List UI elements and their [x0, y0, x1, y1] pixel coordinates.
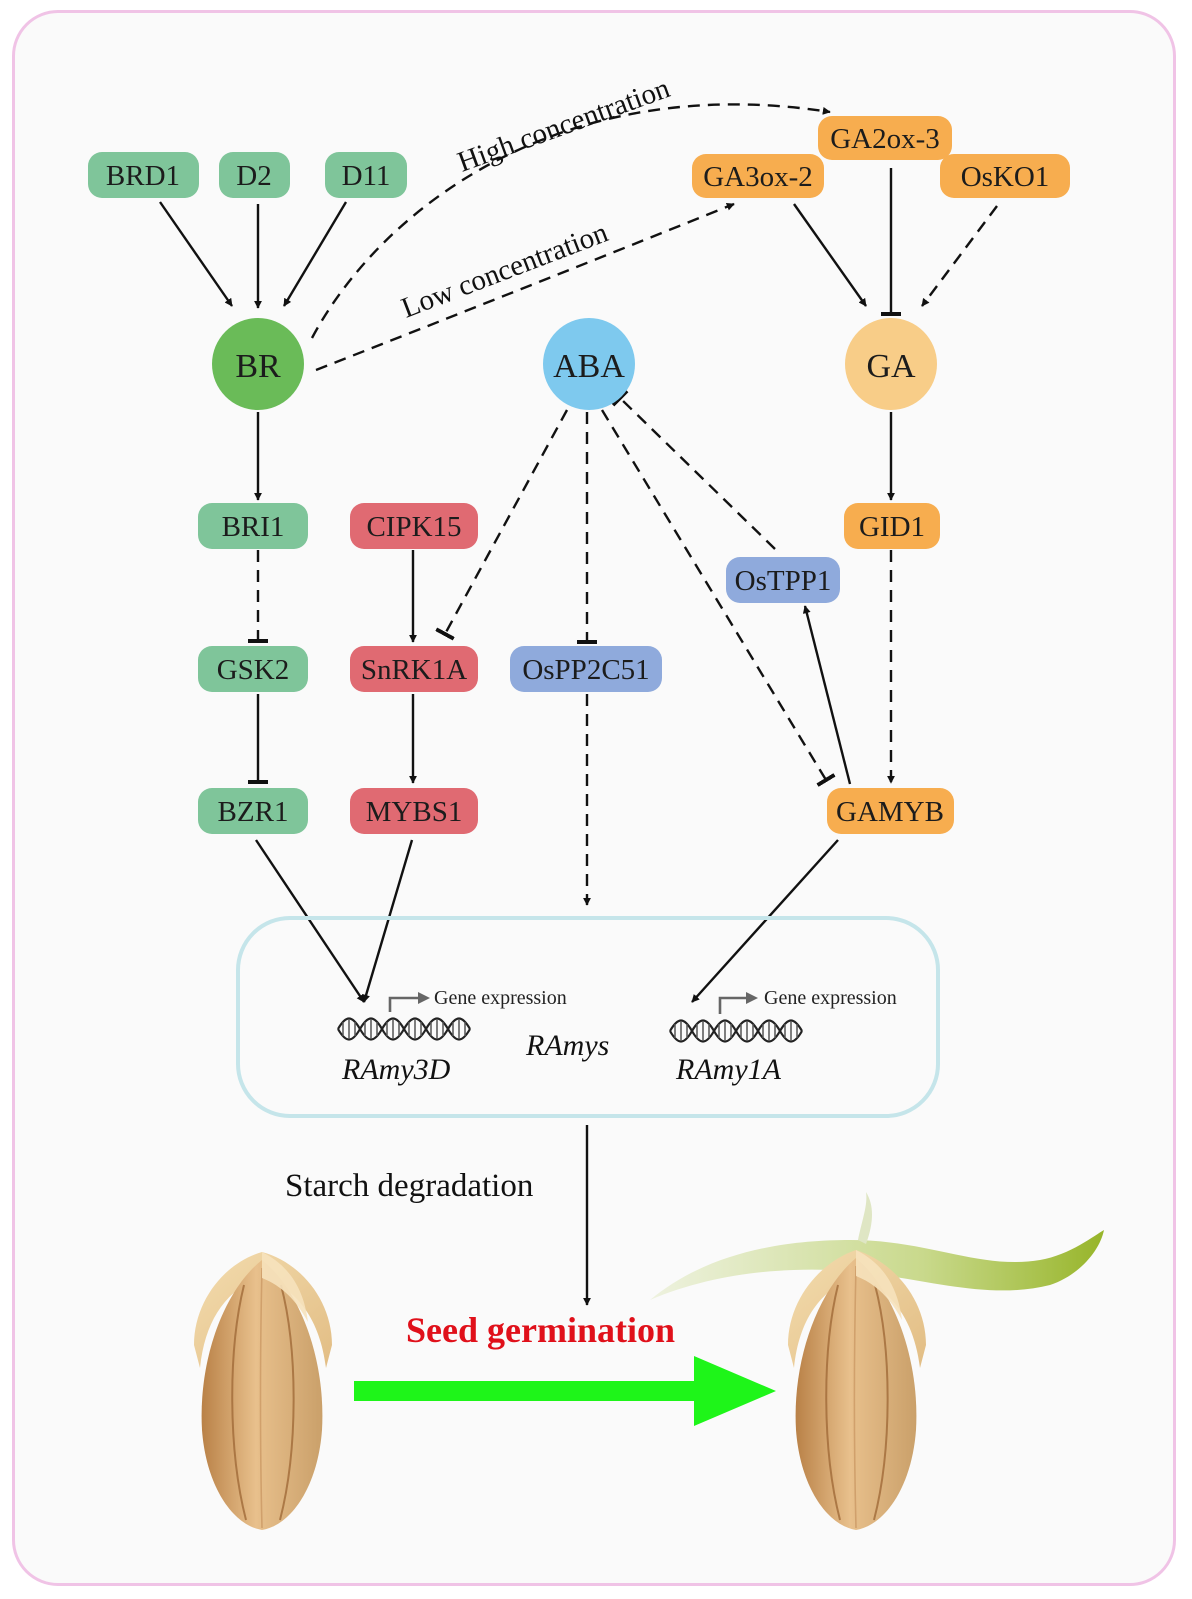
- svg-text:BR: BR: [235, 348, 281, 385]
- svg-text:OsKO1: OsKO1: [961, 161, 1050, 193]
- transcription-arrow-icon: [718, 996, 748, 1014]
- edges: [159, 103, 998, 1306]
- svg-text:BRD1: BRD1: [106, 160, 180, 192]
- node-ga2ox3: GA2ox-3: [818, 116, 952, 160]
- label-starch-degradation: Starch degradation: [285, 1168, 533, 1204]
- label-ramys: RAmys: [525, 1029, 609, 1062]
- node-ostpp1: OsTPP1: [726, 557, 840, 603]
- svg-text:OsTPP1: OsTPP1: [735, 565, 832, 597]
- node-ga3ox2: GA3ox-2: [692, 154, 824, 198]
- node-ospp2c51: OsPP2C51: [510, 646, 662, 692]
- node-aba: ABA: [543, 318, 635, 410]
- svg-text:GID1: GID1: [859, 511, 925, 543]
- rice-seed-icon: [194, 1252, 332, 1530]
- node-osko1: OsKO1: [940, 154, 1070, 198]
- label-high-concentration: High concentration: [453, 72, 674, 179]
- node-d11: D11: [325, 152, 407, 198]
- edge-aba-snrk1a: [435, 409, 569, 641]
- edge-d11-br: [282, 201, 348, 307]
- germination-arrow-icon: [354, 1356, 776, 1426]
- transcription-arrow-icon: [388, 996, 420, 1012]
- label-low-concentration: Low concentration: [397, 216, 613, 324]
- svg-text:CIPK15: CIPK15: [366, 511, 461, 543]
- edge-br-ga2ox3-high: [310, 103, 831, 339]
- node-snrk1a: SnRK1A: [350, 646, 478, 692]
- svg-text:OsPP2C51: OsPP2C51: [522, 654, 649, 686]
- edge-osko1-ga: [921, 205, 998, 307]
- edge-ga3ox2-ga: [793, 203, 867, 307]
- svg-text:ABA: ABA: [553, 348, 625, 385]
- nucleus-box: [236, 916, 940, 1118]
- dna-helix-icon: [668, 1019, 804, 1043]
- svg-text:MYBS1: MYBS1: [366, 796, 463, 828]
- node-gamyb: GAMYB: [827, 788, 954, 834]
- node-mybs1: MYBS1: [350, 788, 478, 834]
- node-bri1: BRI1: [198, 503, 308, 549]
- node-ga: GA: [845, 318, 937, 410]
- svg-text:GA2ox-3: GA2ox-3: [830, 123, 940, 155]
- svg-text:BZR1: BZR1: [218, 796, 289, 828]
- edge-aba-gamyb: [600, 409, 836, 787]
- edge-gamyb-ramy1a: [691, 839, 839, 1003]
- label-ramy1a: RAmy1A: [675, 1053, 782, 1086]
- label-seed-germination: Seed germination: [406, 1310, 675, 1350]
- node-cipk15: CIPK15: [350, 503, 478, 549]
- edge-mybs1-ramy3d: [362, 839, 414, 1003]
- node-gid1: GID1: [844, 503, 940, 549]
- dna-helix-icon: [336, 1017, 472, 1041]
- label-gene-expression-right: Gene expression: [764, 987, 897, 1009]
- svg-text:GA3ox-2: GA3ox-2: [703, 161, 813, 193]
- svg-text:BRI1: BRI1: [222, 511, 285, 543]
- svg-text:GSK2: GSK2: [217, 654, 290, 686]
- node-d2: D2: [219, 152, 290, 198]
- label-gene-expression-left: Gene expression: [434, 987, 567, 1009]
- edge-br-ga3ox2-low: [315, 202, 735, 372]
- node-brd1: BRD1: [88, 152, 199, 198]
- label-ramy3d: RAmy3D: [341, 1053, 451, 1086]
- svg-text:GA: GA: [866, 348, 916, 385]
- node-gsk2: GSK2: [198, 646, 308, 692]
- svg-text:D11: D11: [342, 160, 391, 192]
- edge-ostpp1-aba: [611, 389, 776, 550]
- edge-bzr1-ramy3d: [255, 839, 365, 1003]
- svg-text:D2: D2: [236, 160, 271, 192]
- edge-brd1-br: [159, 201, 233, 307]
- svg-text:SnRK1A: SnRK1A: [361, 654, 467, 686]
- edge-gamyb-ostpp1: [802, 605, 852, 785]
- node-bzr1: BZR1: [198, 788, 308, 834]
- node-br: BR: [212, 318, 304, 410]
- germinated-seed-icon: [650, 1192, 1104, 1530]
- svg-text:GAMYB: GAMYB: [836, 796, 944, 828]
